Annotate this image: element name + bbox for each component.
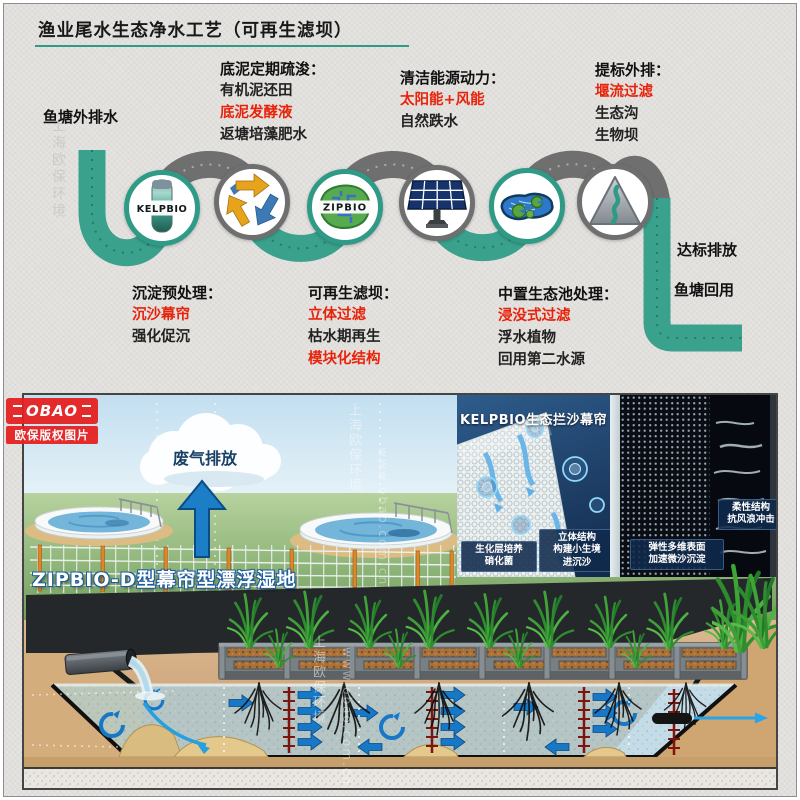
- node-label-zipbio: ZIPBIO: [323, 203, 367, 214]
- node-label-kelpbio: KELPBIO: [137, 204, 188, 215]
- node-solar: [399, 165, 475, 241]
- node-mountain-stream: [577, 164, 653, 240]
- block-header: 可再生滤坝：: [308, 284, 399, 302]
- emission-cloud: [140, 413, 281, 491]
- outlet-label-discharge: 达标排放: [677, 241, 738, 259]
- block-line: 回用第二水源: [498, 352, 585, 368]
- block-sedimentation: 沉淀预处理： 沉沙幕帘 强化促沉: [132, 282, 222, 348]
- mountain-stream-icon: [589, 176, 641, 225]
- logo-lines-icon: [12, 405, 22, 417]
- logo-lines-icon: [82, 405, 92, 417]
- panel-divider: [610, 395, 620, 577]
- badge-caption: 欧保版权图片: [6, 426, 98, 444]
- block-clean-energy: 清洁能源动力： 太阳能+风能 自然跌水: [400, 67, 505, 133]
- watermark-top: 上海欧保环境: [50, 118, 66, 220]
- recycle-icon: [226, 173, 279, 227]
- node-recycle: [214, 164, 290, 240]
- block-line: 模块化结构: [308, 351, 381, 367]
- block-line: 太阳能+风能: [400, 92, 485, 108]
- block-renewable-dam: 可再生滤坝： 立体过滤 枯水期再生 模块化结构: [308, 282, 398, 370]
- solar-panel-icon: [407, 180, 467, 228]
- block-line: 浸没式过滤: [498, 308, 571, 324]
- block-line: 堰流过滤: [595, 84, 653, 100]
- fish-tank-right: [290, 502, 462, 558]
- microbe-icons: [476, 420, 605, 552]
- title-underline: [35, 45, 409, 47]
- page-title: 渔业尾水生态净水工艺（可再生滤坝）: [38, 21, 353, 41]
- block-header: 清洁能源动力：: [400, 69, 506, 87]
- tag-flexible: 柔性结构 抗风浪冲击: [718, 499, 776, 530]
- outlet-pipe: [652, 712, 768, 724]
- up-arrow: [176, 479, 228, 558]
- filter-dam-maze-icon: ZIPBIO: [317, 184, 373, 229]
- tag-structure: 立体结构 构建小生境 进沉沙: [539, 529, 610, 573]
- inflow-curve-arrow: [142, 702, 207, 747]
- block-eco-pond-treatment: 中置生态池处理： 浸没式过滤 浮水植物 回用第二水源: [498, 283, 618, 371]
- block-line: 浮水植物: [498, 330, 556, 346]
- block-line: 自然跌水: [400, 114, 458, 130]
- wetland-title: ZIPBIO-D型幕帘型漂浮湿地: [32, 569, 297, 591]
- node-zipbio-dam: ZIPBIO: [307, 169, 383, 245]
- block-line: 立体过滤: [308, 307, 366, 323]
- block-header: 沉淀预处理：: [132, 284, 223, 302]
- emission-label: 废气排放: [172, 449, 237, 468]
- mesh-fence: [29, 544, 457, 594]
- foreground-grass: [712, 543, 776, 655]
- block-line: 生态沟: [595, 106, 639, 122]
- node-eco-pond: [489, 168, 565, 244]
- block-dredging: 底泥定期疏浚： 有机泥还田 底泥发酵液 返塘培藻肥水: [220, 58, 325, 146]
- pond-lilypad-icon: [500, 192, 554, 221]
- curtain-diagram: [457, 412, 605, 577]
- fish-tank-left: [25, 498, 173, 546]
- wetland-illustration: 废气排放 ZIPBIO-D型幕帘型漂浮湿地 KELPBIO生态拦沙幕帘 生: [22, 393, 778, 790]
- block-header: 底泥定期疏浚：: [220, 60, 326, 78]
- test-tube-curtain-icon: KELPBIO: [131, 179, 193, 233]
- block-line: 返塘培藻肥水: [220, 127, 307, 143]
- block-line: 沉沙幕帘: [132, 307, 190, 323]
- obao-logo: OBAO: [6, 398, 98, 424]
- block-header: 中置生态池处理：: [498, 285, 619, 303]
- block-header: 提标外排：: [595, 61, 671, 79]
- block-line: 枯水期再生: [308, 329, 381, 345]
- copyright-badge: OBAO 欧保版权图片: [6, 398, 98, 444]
- node-kelpbio-curtain: KELPBIO: [124, 170, 200, 246]
- logo-text: OBAO: [25, 402, 79, 420]
- mesh-photo-panel: 柔性结构 抗风浪冲击 弹性多维表面 加速微沙沉淀: [620, 395, 776, 577]
- block-discharge-upgrade: 提标外排： 堰流过滤 生态沟 生物坝: [595, 59, 670, 147]
- curtain-detail-panel: KELPBIO生态拦沙幕帘 生化层培养 硝化菌 立体结构 构建小生境 进沉沙: [457, 395, 610, 577]
- tag-biofilm: 生化层培养 硝化菌: [461, 541, 537, 572]
- inlet-pipe: [64, 648, 165, 701]
- block-line: 强化促沉: [132, 329, 190, 345]
- tag-elastic-surface: 弹性多维表面 加速微沙沉淀: [630, 539, 724, 570]
- curtain-panel-title: KELPBIO生态拦沙幕帘: [459, 413, 608, 428]
- wetland-scene: [24, 395, 776, 788]
- floating-raft: [218, 642, 748, 680]
- block-line: 有机泥还田: [220, 83, 293, 99]
- inlet-label: 鱼塘外排水: [43, 108, 119, 126]
- block-line: 生物坝: [595, 128, 639, 144]
- outlet-label-reuse: 鱼塘回用: [674, 281, 735, 299]
- block-line: 底泥发酵液: [220, 105, 293, 121]
